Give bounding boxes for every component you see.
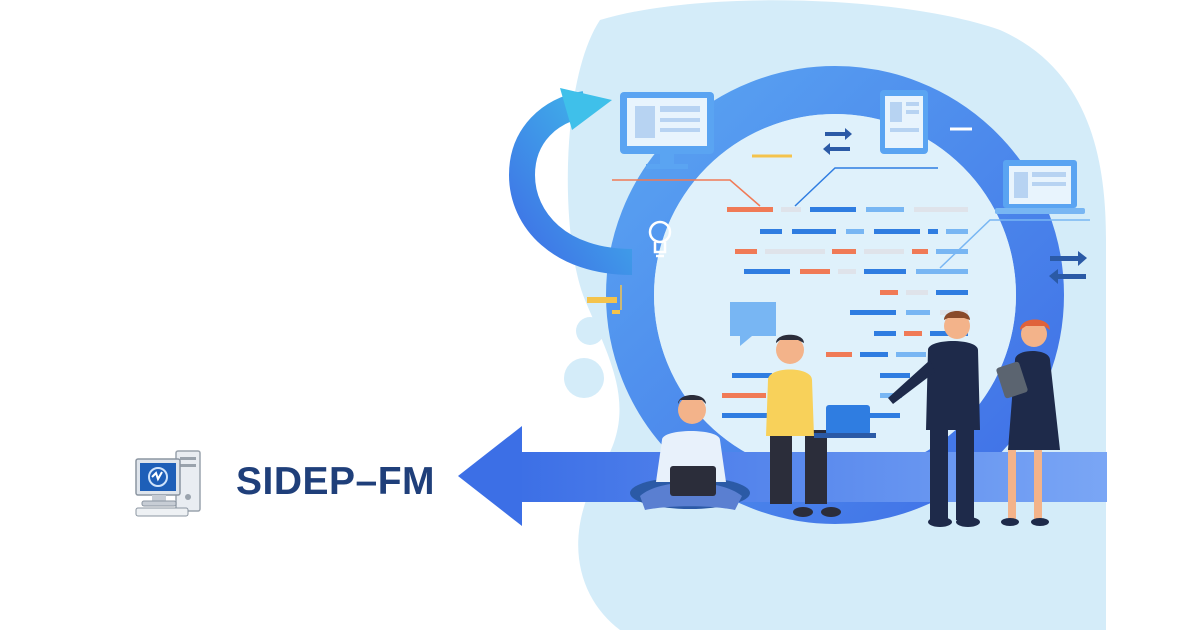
- person-tablet-icon: [996, 319, 1060, 526]
- ring-inner: [654, 114, 1016, 476]
- brand-title: SIDEP–FM: [236, 460, 436, 503]
- person-presenter-icon: [888, 311, 980, 527]
- laptop-icon: [995, 160, 1085, 214]
- background-dot: [576, 317, 604, 345]
- note-icon: [587, 285, 622, 314]
- monitor-icon: [620, 92, 714, 169]
- computer-tower-icon: [135, 450, 201, 517]
- connector-lines: [612, 127, 1090, 269]
- person-laptop-icon: [766, 334, 876, 517]
- background-dot: [564, 358, 604, 398]
- refresh-arrow-icon: [508, 88, 633, 275]
- swap-arrows-icon: [823, 128, 852, 155]
- tablet-icon: [880, 90, 928, 154]
- brand: SIDEP–FM: [134, 442, 464, 522]
- person-sitting-icon: [630, 395, 750, 510]
- chat-bubble-icon: [730, 302, 776, 346]
- lightbulb-icon: [648, 220, 672, 258]
- data-dashes: [722, 207, 968, 418]
- swap-arrows-icon: [1049, 251, 1087, 284]
